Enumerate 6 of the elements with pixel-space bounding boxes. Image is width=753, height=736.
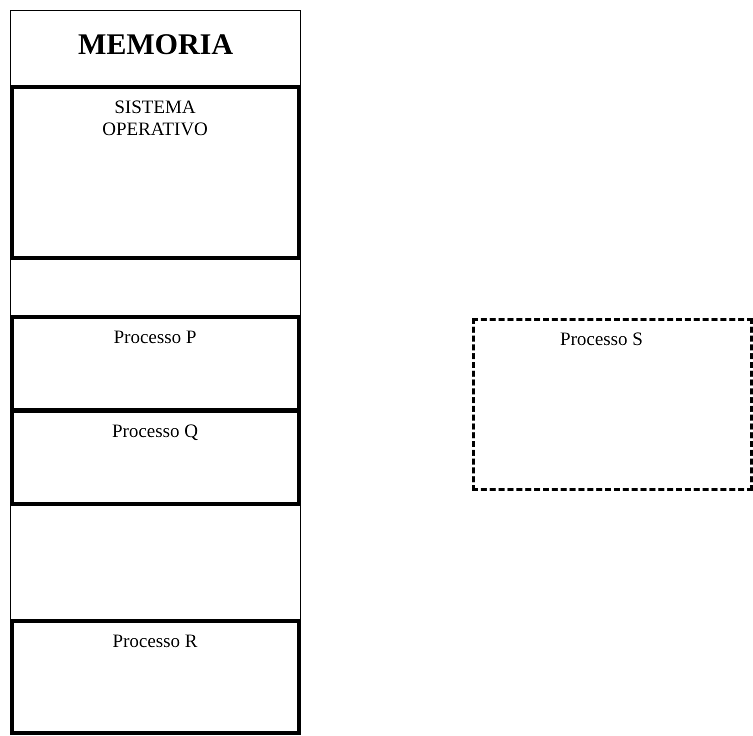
- swapped-process-block: Processo S: [472, 318, 753, 491]
- memory-column: [10, 10, 301, 735]
- column-title: MEMORIA: [77, 27, 234, 63]
- memory-block: Processo P: [10, 314, 300, 412]
- memory-block: Processo R: [10, 618, 300, 734]
- memory-block: SISTEMA OPERATIVO: [10, 84, 300, 260]
